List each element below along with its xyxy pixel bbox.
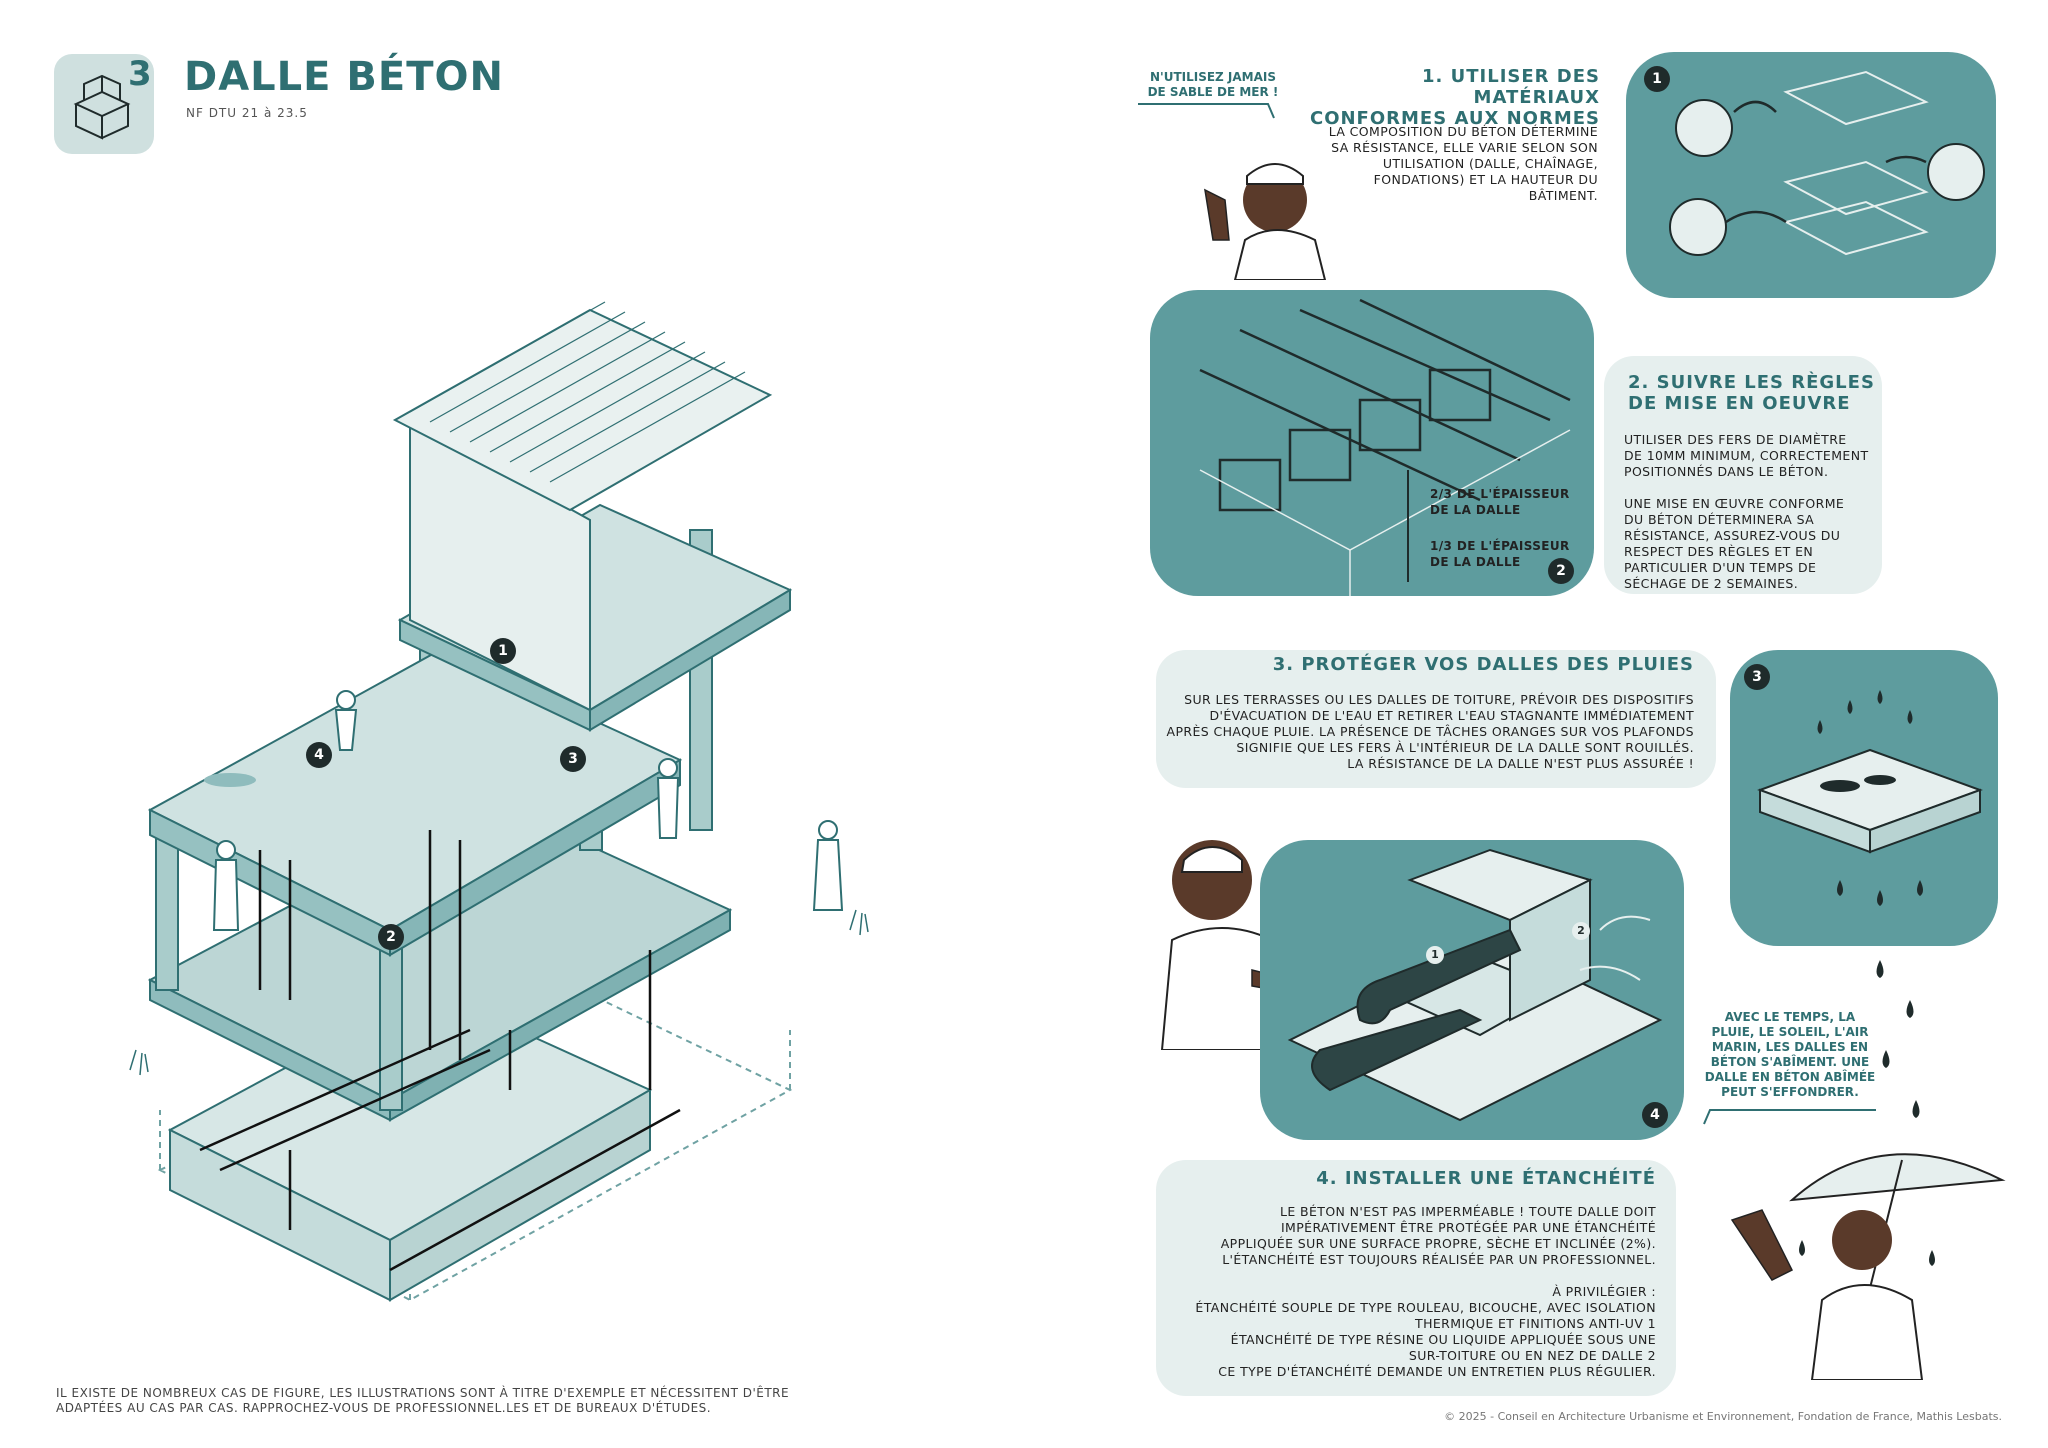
woman-umbrella-character <box>1712 1140 2012 1380</box>
marker-3: 3 <box>560 746 586 772</box>
diagram-2-label-bottom: 1/3 DE L'ÉPAISSEUR DE LA DALLE <box>1430 539 1570 569</box>
woman-character <box>1152 820 1342 1050</box>
rain-drops-icon <box>1876 960 1920 1118</box>
structure-icon <box>73 74 131 140</box>
panel-4-mark-2: 2 <box>1572 922 1590 940</box>
section-4-text-2: À PRIVILÉGIER : ÉTANCHÉITÉ SOUPLE DE TYP… <box>1195 1284 1656 1379</box>
section-1-text: LA COMPOSITION DU BÉTON DÉTERMINE SA RÉS… <box>1328 124 1598 203</box>
section-3-text: SUR LES TERRASSES OU LES DALLES DE TOITU… <box>1166 692 1694 771</box>
page-subtitle: NF DTU 21 à 23.5 <box>186 106 308 120</box>
panel-3-badge: 3 <box>1744 664 1770 690</box>
diagram-2-label-top: 2/3 DE L'ÉPAISSEUR DE LA DALLE <box>1430 487 1570 517</box>
section-4-title: 4. INSTALLER UNE ÉTANCHÉITÉ <box>1316 1168 1656 1189</box>
speech-tail-icon <box>1138 103 1275 119</box>
panel-4-badge: 4 <box>1642 1102 1668 1128</box>
speech-bubble-weather: AVEC LE TEMPS, LA PLUIE, LE SOLEIL, L'AI… <box>1704 1010 1876 1099</box>
speech-tail-weather-icon <box>1703 1109 1876 1125</box>
panel-2-badge: 2 <box>1548 558 1574 584</box>
section-4-text-1: LE BÉTON N'EST PAS IMPERMÉABLE ! TOUTE D… <box>1220 1204 1656 1267</box>
section-3-box: 3. PROTÉGER VOS DALLES DES PLUIES SUR LE… <box>1156 650 1716 788</box>
section-2-box: 2. SUIVRE LES RÈGLES DE MISE EN OEUVRE U… <box>1604 356 1882 594</box>
section-4-box: 4. INSTALLER UNE ÉTANCHÉITÉ LE BÉTON N'E… <box>1156 1160 1676 1396</box>
panel-4-illustration: 1 2 4 <box>1260 840 1684 1140</box>
chapter-number: 3 <box>128 54 152 94</box>
marker-4: 4 <box>306 742 332 768</box>
copyright: © 2025 - Conseil en Architecture Urbanis… <box>1444 1410 2002 1423</box>
speech-bubble-sand: N'UTILISEZ JAMAIS DE SABLE DE MER ! <box>1147 70 1279 99</box>
panel-4-mark-1: 1 <box>1426 946 1444 964</box>
panel-3-illustration: 3 <box>1730 650 1998 946</box>
page-title: DALLE BÉTON <box>184 54 504 100</box>
panel-1-badge: 1 <box>1644 66 1670 92</box>
section-2-text-1: UTILISER DES FERS DE DIAMÈTRE DE 10mm MI… <box>1624 432 1869 479</box>
section-3-title: 3. PROTÉGER VOS DALLES DES PLUIES <box>1272 654 1694 675</box>
section-2-title: 2. SUIVRE LES RÈGLES DE MISE EN OEUVRE <box>1628 372 1875 414</box>
panel-1-illustration: 1 <box>1626 52 1996 298</box>
section-1-title: 1. UTILISER DES MATÉRIAUX CONFORMES AUX … <box>1309 66 1600 129</box>
house-illustration: 1 2 3 4 <box>90 290 910 1350</box>
man-character <box>1185 120 1335 280</box>
marker-2: 2 <box>378 924 404 950</box>
chapter-icon-box <box>54 54 154 154</box>
panel-2-illustration: 2/3 DE L'ÉPAISSEUR DE LA DALLE 1/3 DE L'… <box>1150 290 1594 596</box>
footnote: IL EXISTE DE NOMBREUX CAS DE FIGURE, LES… <box>56 1386 790 1415</box>
section-2-text-2: UNE MISE EN ŒUVRE CONFORME DU BÉTON DÉTE… <box>1624 496 1845 591</box>
marker-1: 1 <box>490 638 516 664</box>
